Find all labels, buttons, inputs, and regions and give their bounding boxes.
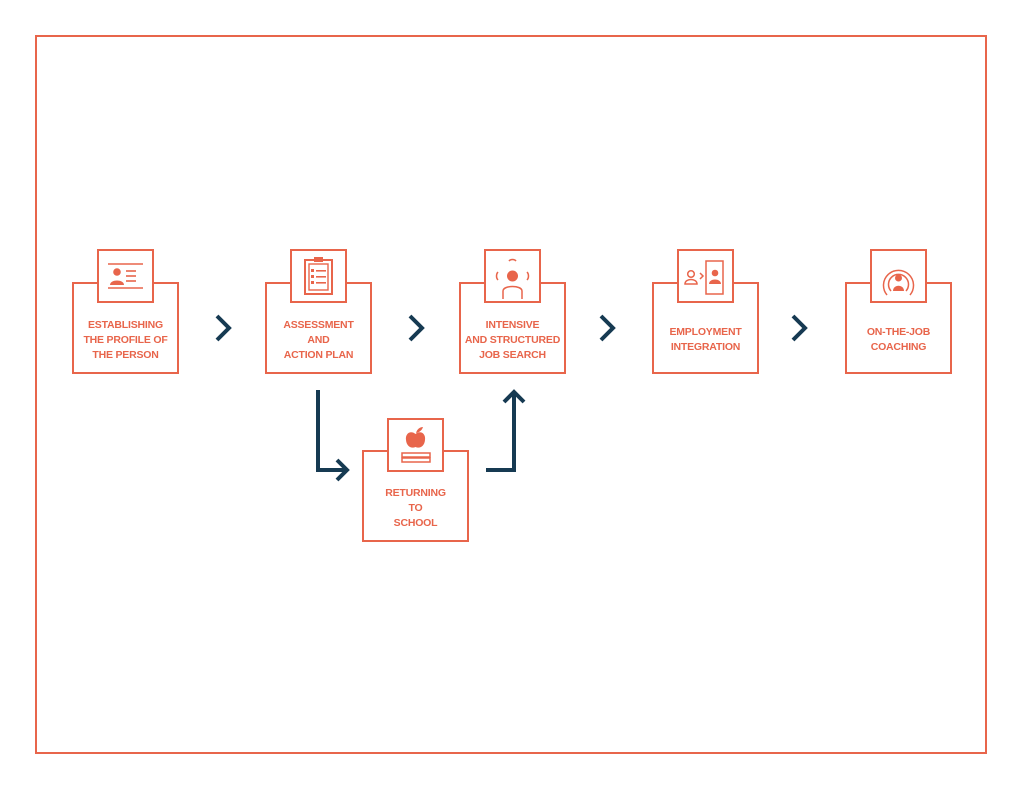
step-label: ON-THE-JOB COACHING	[866, 326, 931, 353]
chevron-right-icon	[791, 314, 808, 342]
id-card-icon	[97, 249, 154, 303]
step-label: EMPLOYMENT INTEGRATION	[669, 326, 742, 353]
chevron-right-icon	[408, 314, 425, 342]
diagram-frame	[35, 35, 987, 754]
branch-arrow-up	[486, 393, 516, 472]
chevron-right-icon	[599, 314, 616, 342]
step-label: ESTABLISHING THE PROFILE OF THE PERSON	[83, 319, 168, 361]
person-focus-icon	[484, 249, 541, 303]
step-label: ASSESSMENT AND ACTION PLAN	[283, 319, 354, 361]
branch-arrowhead-right	[335, 458, 350, 482]
chevron-right-icon	[215, 314, 232, 342]
branch-arrow-down-right	[316, 390, 346, 472]
clipboard-checklist-icon	[290, 249, 347, 303]
person-broadcast-icon	[870, 249, 927, 303]
step-label: RETURNING TO SCHOOL	[385, 487, 446, 529]
branch-arrowhead-up	[502, 389, 526, 404]
apple-on-books-icon	[387, 418, 444, 472]
step-label: INTENSIVE AND STRUCTURED JOB SEARCH	[464, 319, 561, 361]
person-entering-door-icon	[677, 249, 734, 303]
